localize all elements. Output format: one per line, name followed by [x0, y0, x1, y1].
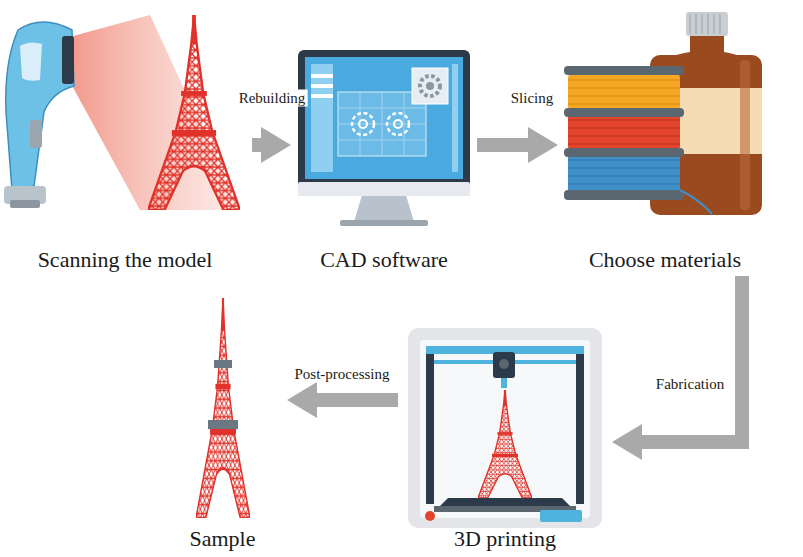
arrow-label: Slicing — [509, 90, 556, 107]
computer-figure — [298, 50, 470, 226]
flow-arrow — [477, 138, 528, 152]
step-node: Sample — [161, 295, 284, 552]
flow-arrow — [642, 276, 742, 442]
step-caption: Choose materials — [561, 247, 769, 273]
step-node: Choose materials — [561, 15, 769, 273]
step-caption: Sample — [161, 526, 284, 552]
arrow-label: Rebuilding — [237, 90, 308, 107]
step-caption: 3D printing — [401, 526, 609, 552]
step-caption: CAD software — [294, 247, 474, 273]
step-node: CAD software — [294, 50, 474, 273]
sample-figure — [196, 298, 250, 518]
step-node: 3D printing — [401, 325, 609, 552]
scanner-figure — [4, 15, 240, 210]
step-node: Scanning the model — [1, 15, 249, 273]
arrow-label: Post-processing — [293, 366, 392, 383]
printer-figure — [408, 328, 602, 528]
step-caption: Scanning the model — [1, 247, 249, 273]
arrow-label: Fabrication — [654, 376, 726, 393]
materials-figure — [564, 12, 762, 215]
flow-arrow — [317, 393, 398, 407]
flow-arrow — [252, 138, 261, 152]
